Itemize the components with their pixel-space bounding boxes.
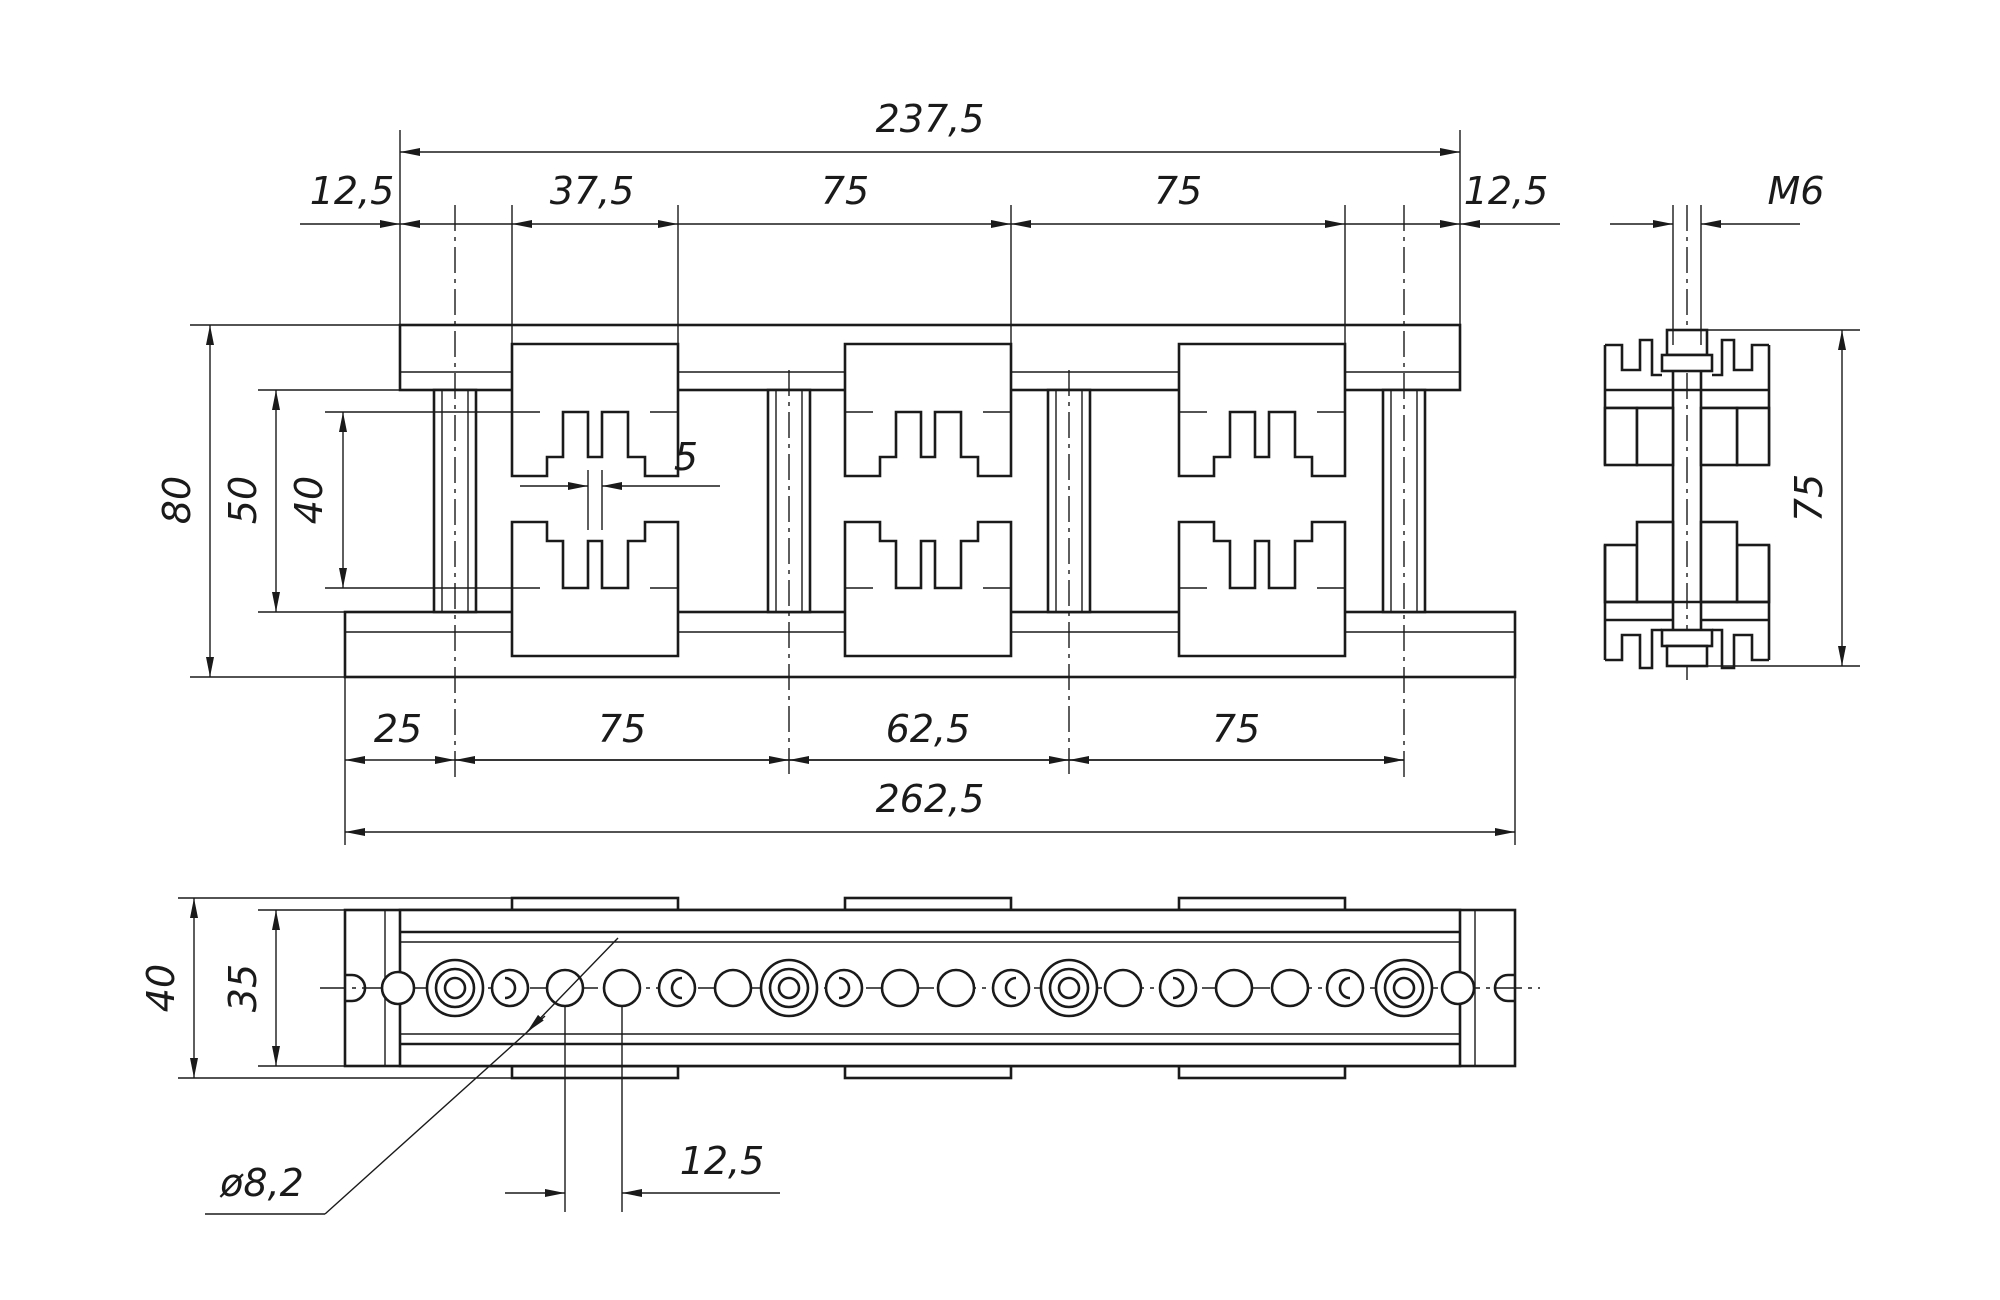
- dim-plan-height-outer: 40: [139, 964, 183, 1012]
- dim-bottom-seg1: 25: [374, 707, 422, 751]
- plan-view: 40 35 ø8,2 12,5: [139, 896, 1540, 1215]
- dim-hole-diameter: ø8,2: [219, 1161, 304, 1205]
- dim-bolt-pitch: 75: [1787, 474, 1831, 522]
- screw-slots: [490, 968, 1365, 1008]
- dim-height-total: 80: [155, 476, 199, 524]
- dim-height-inner: 50: [221, 476, 265, 524]
- dim-gap: 5: [674, 435, 698, 479]
- dim-top-seg1: 37,5: [550, 169, 635, 213]
- dim-top-seg3: 75: [1154, 169, 1202, 213]
- terminal-blocks-bottom: [510, 520, 1347, 658]
- bolt-heads: [425, 958, 1434, 1018]
- front-view: 237,5 12,5 37,5 75 75 12,5 80 50 40 5: [155, 97, 1560, 845]
- dim-bottom-seg3: 62,5: [886, 707, 971, 751]
- terminal-blocks-top: [510, 342, 1347, 478]
- dim-thread: M6: [1768, 169, 1825, 213]
- side-view: M6 75: [1603, 169, 1860, 680]
- dim-top-seg2: 75: [821, 169, 869, 213]
- dim-plan-height-inner: 35: [221, 964, 265, 1012]
- dim-top-left-margin: 12,5: [310, 169, 395, 213]
- mounting-holes: [380, 968, 1476, 1008]
- dim-bottom-seg4: 75: [1212, 707, 1260, 751]
- dim-hole-pitch: 12,5: [680, 1139, 765, 1183]
- dim-overall-bottom: 262,5: [876, 777, 985, 821]
- dim-top-right-margin: 12,5: [1464, 169, 1549, 213]
- dim-bottom-seg2: 75: [598, 707, 646, 751]
- dim-overall-top: 237,5: [876, 97, 985, 141]
- dim-height-block: 40: [287, 476, 331, 524]
